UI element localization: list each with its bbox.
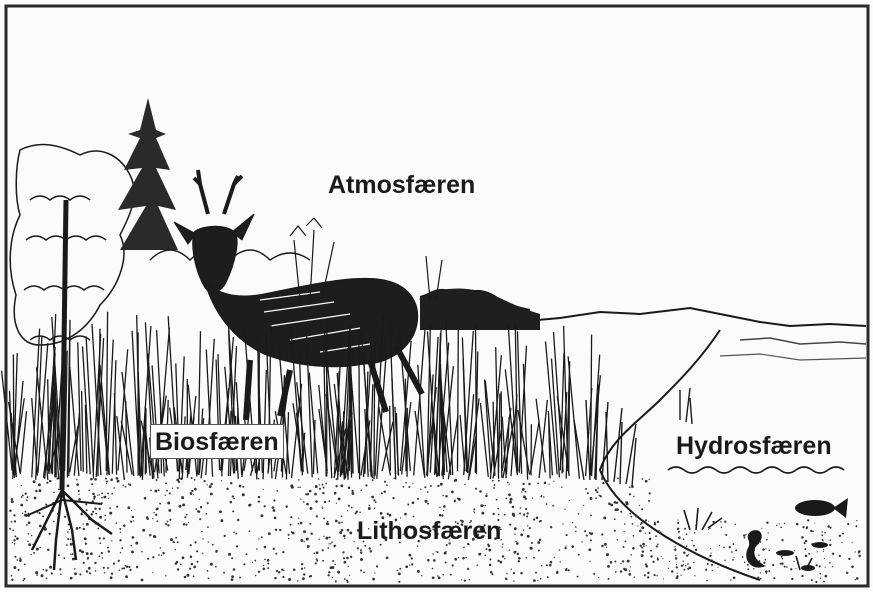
fish-icon	[795, 498, 848, 518]
horizon-hills	[515, 308, 866, 326]
spruce-tree-icon	[118, 98, 178, 250]
deciduous-tree-icon	[10, 145, 134, 345]
hydrosphere-label: Hydrosfæren	[676, 434, 832, 459]
lithosphere-label: Lithosfæren	[357, 519, 501, 544]
water-waves	[668, 467, 844, 473]
biosphere-label: Biosfæren	[150, 424, 284, 459]
atmosphere-label: Atmosfæren	[328, 173, 475, 198]
shrub-mass	[420, 288, 540, 330]
